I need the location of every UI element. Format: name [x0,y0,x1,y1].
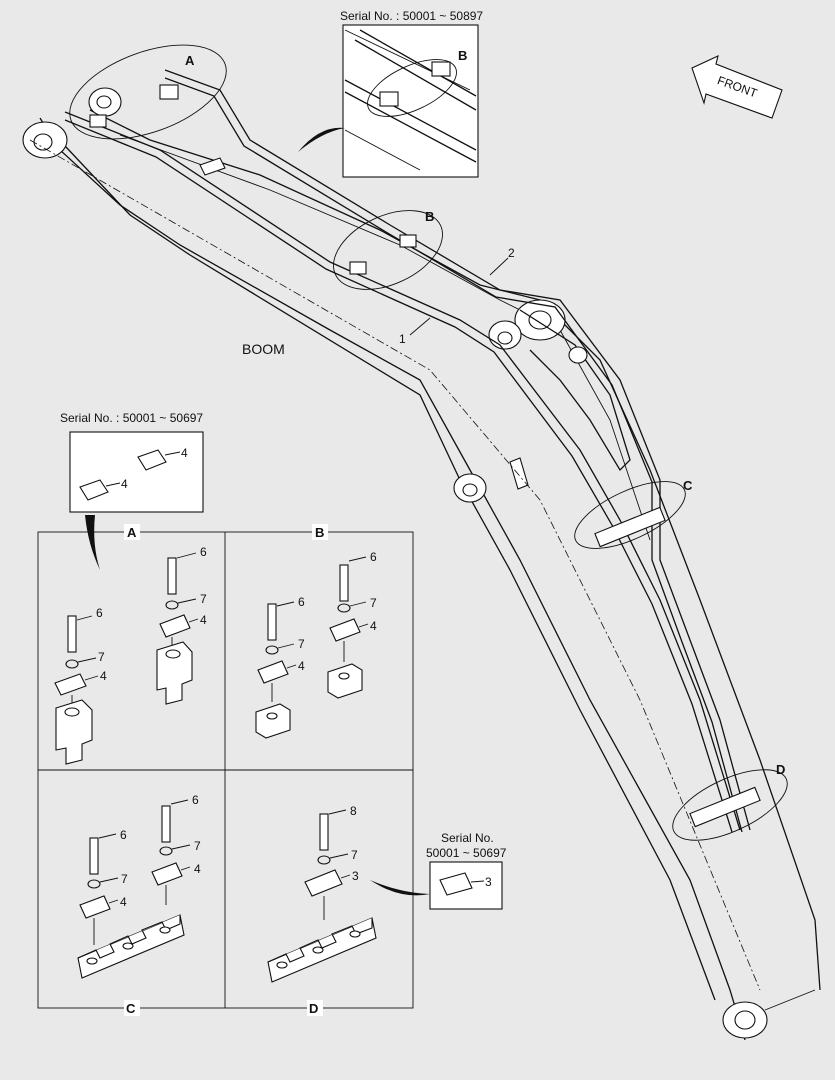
callout-part-1: 1 [399,332,406,346]
callout-part-7: 7 [200,592,207,606]
callout-part-6: 6 [120,828,127,842]
detail-a: 6 7 4 6 7 4 [54,545,207,765]
detail-c-title: C [126,1001,136,1016]
boom-clamps [89,84,761,828]
detail-b-title: B [315,525,324,540]
callout-part-6: 6 [192,793,199,807]
front-arrow-icon: FRONT [691,55,783,119]
callout-part-6: 6 [96,606,103,620]
detail-d-title: D [309,1001,318,1016]
callout-part-8: 8 [350,804,357,818]
callout-part-4: 4 [121,477,128,491]
serial-right-line2: 50001 ~ 50697 [426,846,507,860]
callout-part-3: 3 [485,875,492,889]
detail-b-marker: B [425,209,434,224]
callout-part-7: 7 [370,596,377,610]
callout-part-4: 4 [100,669,107,683]
callout-part-4: 4 [200,613,207,627]
serial-left-text: Serial No. : 50001 ~ 50697 [60,411,203,425]
serial-inset-top: Serial No. : 50001 ~ 50897 B [298,9,483,178]
detail-a-marker: A [185,53,195,68]
callout-part-3: 3 [352,869,359,883]
callout-part-7: 7 [351,848,358,862]
callout-part-7: 7 [98,650,105,664]
callout-part-4: 4 [298,659,305,673]
detail-d-marker: D [776,762,785,777]
detail-c-marker: C [683,478,693,493]
pipe-1 [64,111,741,833]
boom-body [22,87,821,1041]
callout-part-4: 4 [120,895,127,909]
detail-c: 6 7 4 6 7 4 [77,793,201,979]
inset-b-marker: B [458,48,467,63]
pipe-2 [164,69,751,833]
callout-part-2: 2 [508,246,515,260]
detail-grid: A B C D [37,524,414,1016]
detail-a-title: A [127,525,137,540]
callout-part-6: 6 [298,595,305,609]
callout-part-7: 7 [194,839,201,853]
serial-inset-left: Serial No. : 50001 ~ 50697 4 4 [60,411,204,570]
callout-part-6: 6 [200,545,207,559]
callout-part-4: 4 [194,862,201,876]
serial-top-text: Serial No. : 50001 ~ 50897 [340,9,483,23]
detail-d: 8 7 3 [267,804,377,983]
callout-part-7: 7 [298,637,305,651]
boom-label: BOOM [242,341,285,357]
callout-part-4: 4 [181,446,188,460]
serial-inset-right: Serial No. 50001 ~ 50697 3 [370,831,507,910]
callout-part-4: 4 [370,619,377,633]
callout-part-6: 6 [370,550,377,564]
serial-right-line1: Serial No. [441,831,494,845]
detail-b: 6 7 4 6 7 4 [255,550,377,739]
callout-part-7: 7 [121,872,128,886]
